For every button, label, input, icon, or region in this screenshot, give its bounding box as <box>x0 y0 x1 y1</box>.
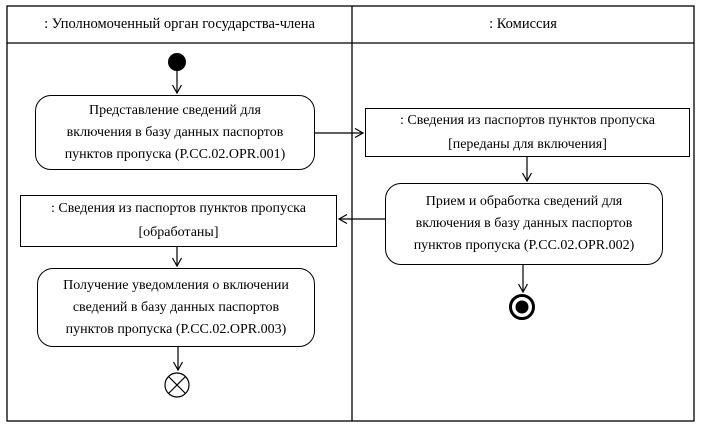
action-node-opr002: Прием и обработка сведений для включения… <box>385 183 663 265</box>
flow-final-icon <box>164 372 190 398</box>
initial-node-icon <box>168 53 186 71</box>
action-node-opr003: Получение уведомления о включении сведен… <box>37 268 315 347</box>
lane-header-commission: : Комиссия <box>489 16 557 32</box>
lane-header-member-state-authority: : Уполномоченный орган государства-члена <box>44 16 315 32</box>
activity-final-icon <box>509 294 535 320</box>
swimlane-frame <box>6 5 695 422</box>
object-node-passport-data-processed: : Сведения из паспортов пунктов пропуска… <box>20 195 337 247</box>
action-node-opr001: Представление сведений для включения в б… <box>35 95 315 170</box>
object-node-passport-data-transferred: : Сведения из паспортов пунктов пропуска… <box>365 108 690 157</box>
